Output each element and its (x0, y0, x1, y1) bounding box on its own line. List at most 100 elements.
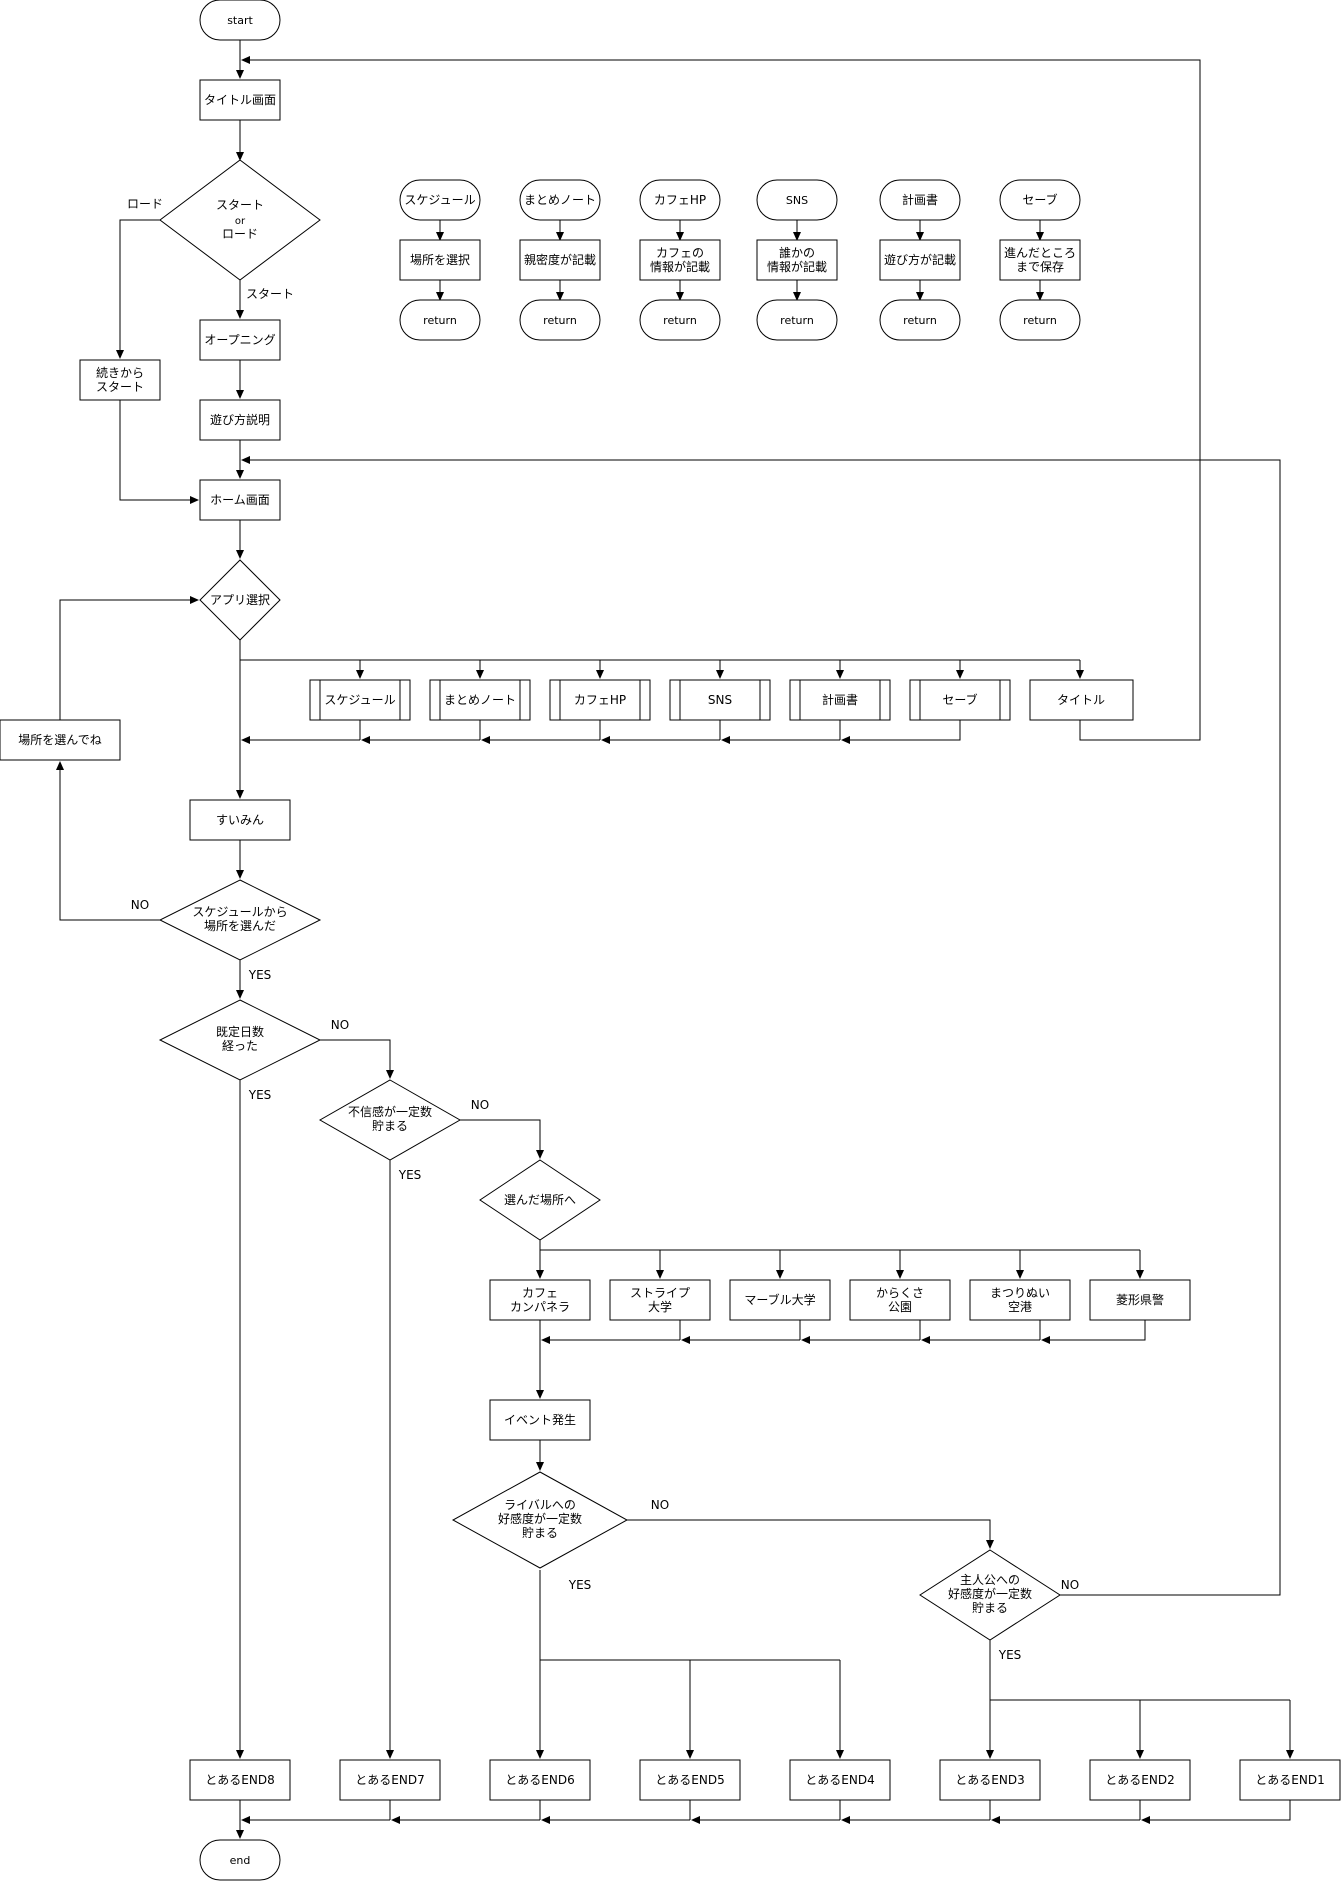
app-save-process: セーブ (909, 679, 1011, 721)
place-matsurinui-line1: まつりぬい (990, 1286, 1050, 1300)
app-select-label: アプリ選択 (210, 593, 270, 607)
app-notes-process: まとめノート (429, 679, 531, 721)
place-cafe-line2: カンパネラ (510, 1300, 570, 1314)
end1-node: とあるEND1 (1239, 1759, 1341, 1801)
place-cafe-line1: カフェ (522, 1286, 558, 1300)
rival-affection-decision: ライバルへの 好感度が一定数 貯まる (451, 1471, 629, 1569)
rival-line3: 貯まる (522, 1526, 558, 1540)
sleep-label: すいみん (216, 813, 264, 827)
app-schedule-process: スケジュール (309, 679, 411, 721)
place-cafe-node: カフェ カンパネラ (489, 1279, 591, 1321)
subroutine-return: return (1023, 314, 1057, 327)
edge-label-no: NO (131, 898, 149, 912)
end7-label: とあるEND7 (355, 1773, 424, 1787)
edge-label-yes: YES (998, 1648, 1022, 1662)
start-node-label: start (227, 14, 253, 27)
connector-lines (56, 40, 1294, 1839)
subroutine-body-line1: 誰かの (779, 245, 815, 260)
continue-start-line1: 続きから (96, 366, 144, 380)
subroutine-header: セーブ (1022, 192, 1057, 207)
go-to-place-label: 選んだ場所へ (504, 1193, 576, 1207)
edge-label-no: NO (651, 1498, 669, 1512)
place-marble-label: マーブル大学 (744, 1292, 815, 1307)
subroutine-save: セーブ 進んだところ まで保存 return (999, 179, 1081, 341)
distrust-line2: 貯まる (372, 1119, 408, 1133)
event-node: イベント発生 (489, 1399, 591, 1441)
place-stripe-line2: 大学 (648, 1299, 672, 1314)
subroutine-return: return (543, 314, 577, 327)
subroutine-header: カフェHP (654, 193, 706, 207)
rival-line2: 好感度が一定数 (498, 1511, 582, 1526)
subroutine-body: 場所を選択 (410, 253, 470, 267)
end2-label: とあるEND2 (1105, 1773, 1174, 1787)
go-to-place-decision: 選んだ場所へ (479, 1159, 601, 1241)
choose-place-message-label: 場所を選んでね (18, 733, 101, 747)
end6-label: とあるEND6 (505, 1773, 574, 1787)
end7-node: とあるEND7 (339, 1759, 441, 1801)
place-marble-node: マーブル大学 (729, 1279, 831, 1321)
subroutine-body-line1: カフェの (656, 246, 704, 260)
app-plan-label: 計画書 (822, 692, 858, 707)
title-screen-node: タイトル画面 (199, 79, 281, 121)
subroutine-return: return (423, 314, 457, 327)
distrust-line1: 不信感が一定数 (348, 1104, 432, 1119)
app-save-label: セーブ (942, 692, 977, 707)
title-screen-label: タイトル画面 (204, 93, 276, 107)
app-title-node: タイトル (1029, 679, 1134, 721)
subroutine-body: 親密度が記載 (524, 252, 596, 267)
days-passed-decision: 既定日数 経った (158, 999, 322, 1081)
how-to-play-node: 遊び方説明 (199, 399, 281, 441)
start-or-load-line3: ロード (222, 227, 258, 241)
subroutine-body-line2: まで保存 (1016, 260, 1064, 274)
days-passed-line2: 経った (222, 1039, 258, 1053)
start-or-load-decision: スタート or ロード (159, 159, 321, 281)
subroutine-return: return (780, 314, 814, 327)
edge-labels: ロード スタート NO YES NO YES NO YES NO YES NO … (127, 197, 1079, 1662)
sleep-node: すいみん (189, 799, 291, 841)
app-sns-label: SNS (708, 693, 732, 707)
edge-label-yes: YES (248, 1088, 272, 1102)
end4-label: とあるEND4 (805, 1773, 874, 1787)
subroutine-body-line2: 情報が記載 (767, 259, 827, 274)
edge-label-yes: YES (398, 1168, 422, 1182)
app-notes-label: まとめノート (444, 693, 516, 707)
edge-label-yes: YES (568, 1578, 592, 1592)
end1-label: とあるEND1 (1255, 1773, 1324, 1787)
end4-node: とあるEND4 (789, 1759, 891, 1801)
app-plan-process: 計画書 (789, 679, 891, 721)
place-karakusa-line1: からくさ (876, 1286, 924, 1300)
subroutine-sns: SNS 誰かの 情報が記載 return (756, 179, 838, 341)
end5-label: とあるEND5 (655, 1773, 724, 1787)
place-police-node: 菱形県警 (1089, 1279, 1191, 1321)
app-schedule-label: スケジュール (324, 693, 395, 707)
place-karakusa-line2: 公園 (888, 1300, 912, 1314)
place-matsurinui-node: まつりぬい 空港 (969, 1279, 1071, 1321)
chose-place-line2: 場所を選んだ (204, 919, 276, 933)
end6-node: とあるEND6 (489, 1759, 591, 1801)
subroutine-schedule: スケジュール 場所を選択 return (399, 179, 481, 341)
end-node-label: end (230, 1854, 251, 1867)
place-karakusa-node: からくさ 公園 (849, 1279, 951, 1321)
end2-node: とあるEND2 (1089, 1759, 1191, 1801)
edge-label-start: スタート (246, 287, 294, 301)
end-node: end (199, 1839, 281, 1881)
subroutine-header: 計画書 (902, 192, 938, 207)
place-police-label: 菱形県警 (1116, 1292, 1164, 1307)
end8-node: とあるEND8 (189, 1759, 291, 1801)
chose-place-decision: スケジュールから 場所を選んだ (158, 879, 322, 961)
chose-place-line1: スケジュールから (192, 905, 287, 919)
hero-line3: 貯まる (972, 1601, 1008, 1615)
home-screen-node: ホーム画面 (199, 479, 281, 521)
rival-line1: ライバルへの (504, 1498, 576, 1512)
continue-start-node: 続きから スタート (79, 359, 161, 401)
edge-label-load: ロード (127, 197, 163, 211)
place-matsurinui-line2: 空港 (1008, 1300, 1032, 1314)
hero-line1: 主人公への (960, 1573, 1020, 1587)
distrust-decision: 不信感が一定数 貯まる (318, 1079, 462, 1161)
edge-label-no: NO (471, 1098, 489, 1112)
opening-label: オープニング (204, 333, 275, 347)
hero-line2: 好感度が一定数 (948, 1586, 1032, 1601)
start-or-load-line2: or (235, 216, 246, 227)
place-stripe-line1: ストライプ (630, 1286, 690, 1300)
